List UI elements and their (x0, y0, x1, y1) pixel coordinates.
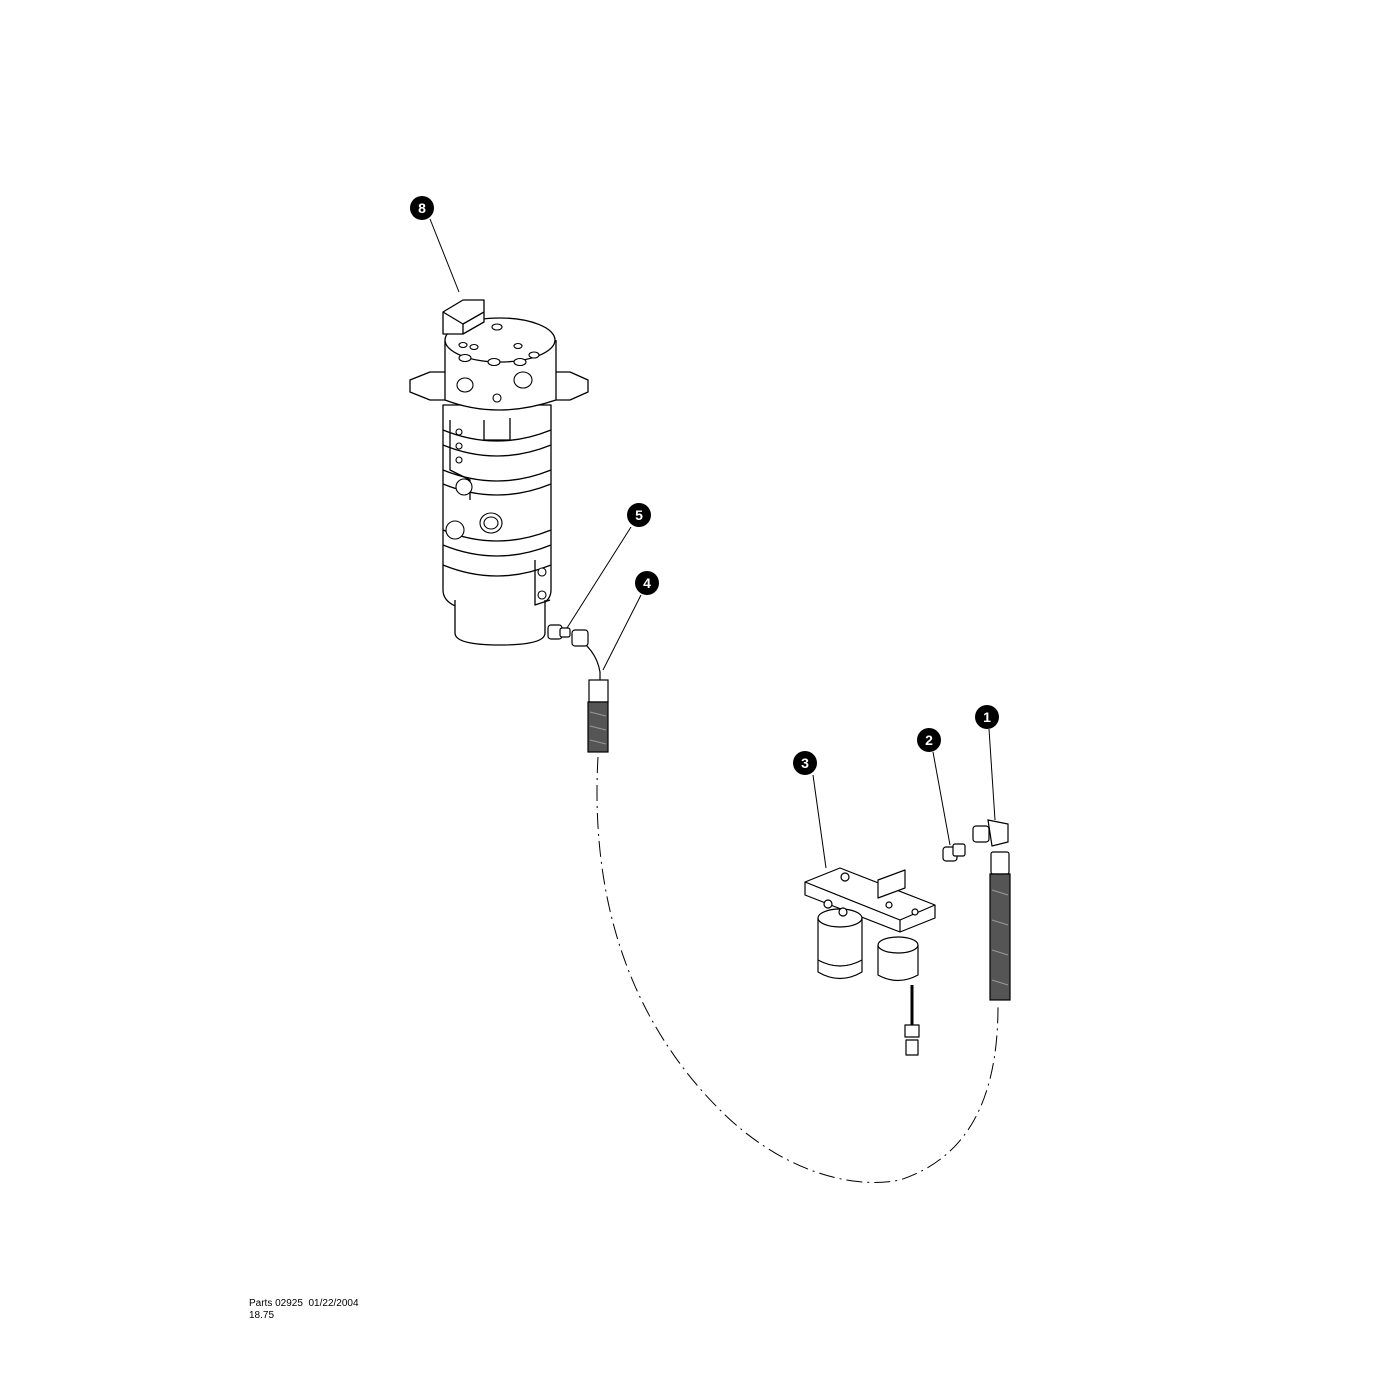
fitting-2-drawing (942, 843, 966, 862)
callout-4: 4 (635, 571, 659, 595)
callout-1: 1 (975, 705, 999, 729)
callout-3: 3 (793, 751, 817, 775)
callout-2-label: 2 (925, 732, 933, 748)
rotary-joint-ports (445, 323, 547, 600)
hose-1-drawing (989, 851, 1011, 1001)
hose-4-drawing (571, 629, 609, 753)
fitting-5-drawing (547, 624, 571, 640)
callout-3-label: 3 (801, 755, 809, 771)
document-footer: Parts 02925 01/22/2004 18.75 (249, 1298, 359, 1322)
callout-8-label: 8 (418, 200, 426, 216)
callout-2: 2 (917, 728, 941, 752)
callout-5: 5 (627, 503, 651, 527)
callout-8: 8 (410, 196, 434, 220)
hose-connection-path (596, 756, 999, 1183)
callout-1-label: 1 (983, 709, 991, 725)
footer-page-number: 18.75 (249, 1310, 275, 1321)
filter-assembly-drawing (804, 867, 936, 1056)
rotary-joint-drawing (409, 299, 589, 646)
elbow-1-drawing (972, 819, 1009, 847)
leader-lines (429, 218, 996, 869)
callout-5-label: 5 (635, 507, 643, 523)
callout-4-label: 4 (643, 575, 651, 591)
footer-parts-line: Parts 02925 01/22/2004 (249, 1298, 359, 1309)
